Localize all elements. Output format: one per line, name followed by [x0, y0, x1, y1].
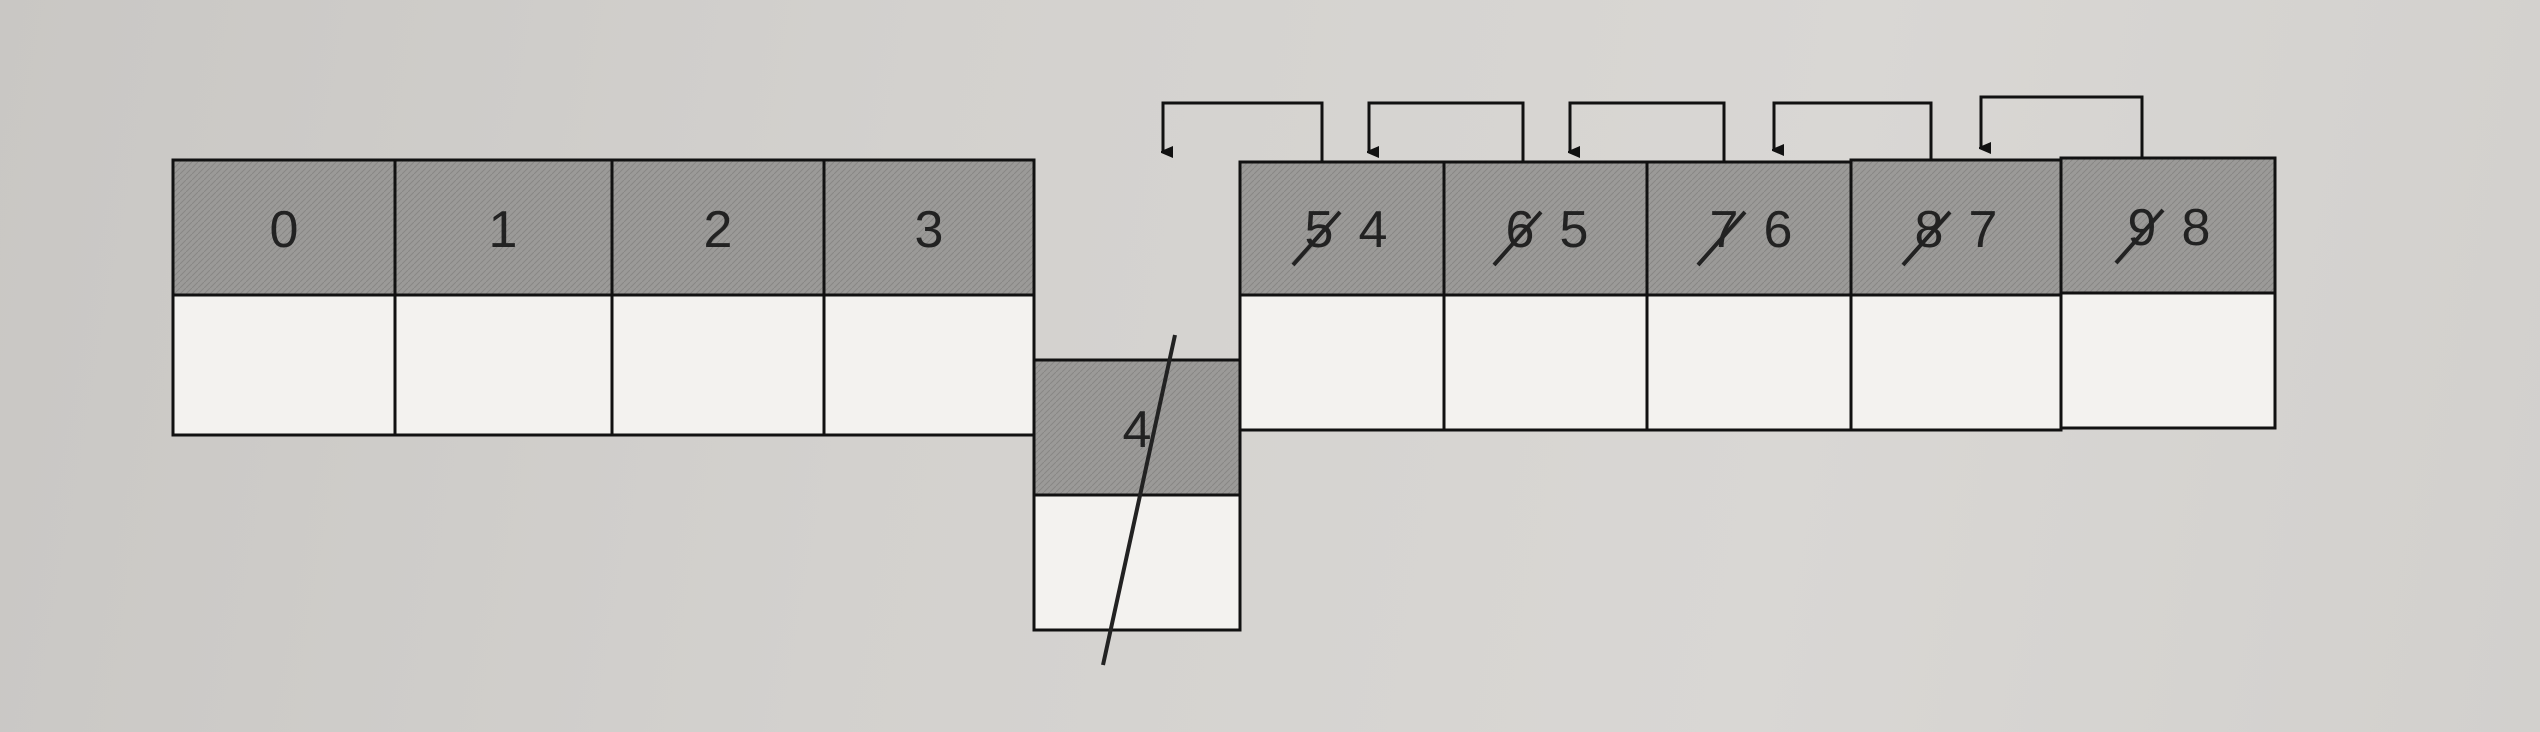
shifted-cell-3: 8 7	[1849, 158, 2063, 432]
old-index-strike	[1291, 210, 1342, 267]
old-index-strike	[1696, 210, 1747, 267]
new-index-label: 6	[1764, 201, 1793, 259]
left-cell-label: 0	[270, 201, 299, 259]
left-cell-label: 1	[489, 201, 518, 259]
old-index-strike	[2114, 208, 2165, 265]
shifted-cell-4: 9 8	[2059, 156, 2277, 430]
left-cell-label: 2	[704, 201, 733, 259]
right-array-block: 5 4 6 5 7 6 8 7 9	[1238, 156, 2277, 432]
left-cell-label: 3	[915, 201, 944, 259]
old-index-label: 5	[1305, 201, 1334, 259]
old-index-strike	[1901, 210, 1952, 267]
new-index-label: 4	[1359, 201, 1388, 259]
removed-cell-label: 4	[1123, 401, 1152, 459]
old-index-label: 8	[1915, 201, 1944, 259]
shifted-cell-1: 6 5	[1442, 160, 1649, 432]
new-index-label: 5	[1560, 201, 1589, 259]
new-index-label: 7	[1969, 201, 1998, 259]
shifted-cell-0: 5 4	[1238, 160, 1446, 432]
left-cell-2: 2	[610, 158, 826, 437]
shift-arrow-icon	[1774, 101, 1933, 160]
left-cell-0: 0	[171, 158, 397, 437]
old-index-label: 6	[1506, 201, 1535, 259]
removed-cell: 4	[1032, 334, 1242, 666]
old-index-label: 7	[1710, 201, 1739, 259]
shift-arrows	[1163, 95, 2144, 162]
old-index-strike	[1492, 210, 1543, 267]
left-array-block: 0 1 2 3	[171, 158, 1036, 437]
left-cell-3: 3	[822, 158, 1036, 437]
shift-arrow-icon	[1163, 101, 1324, 162]
left-cell-1: 1	[393, 158, 614, 437]
old-index-label: 9	[2128, 199, 2157, 257]
shift-arrow-icon	[1369, 101, 1525, 162]
shifted-cell-2: 7 6	[1645, 160, 1853, 432]
removal-strike-line	[1101, 334, 1177, 666]
new-index-label: 8	[2182, 199, 2211, 257]
shift-arrow-icon	[1570, 101, 1726, 162]
shift-arrow-icon	[1981, 95, 2144, 158]
